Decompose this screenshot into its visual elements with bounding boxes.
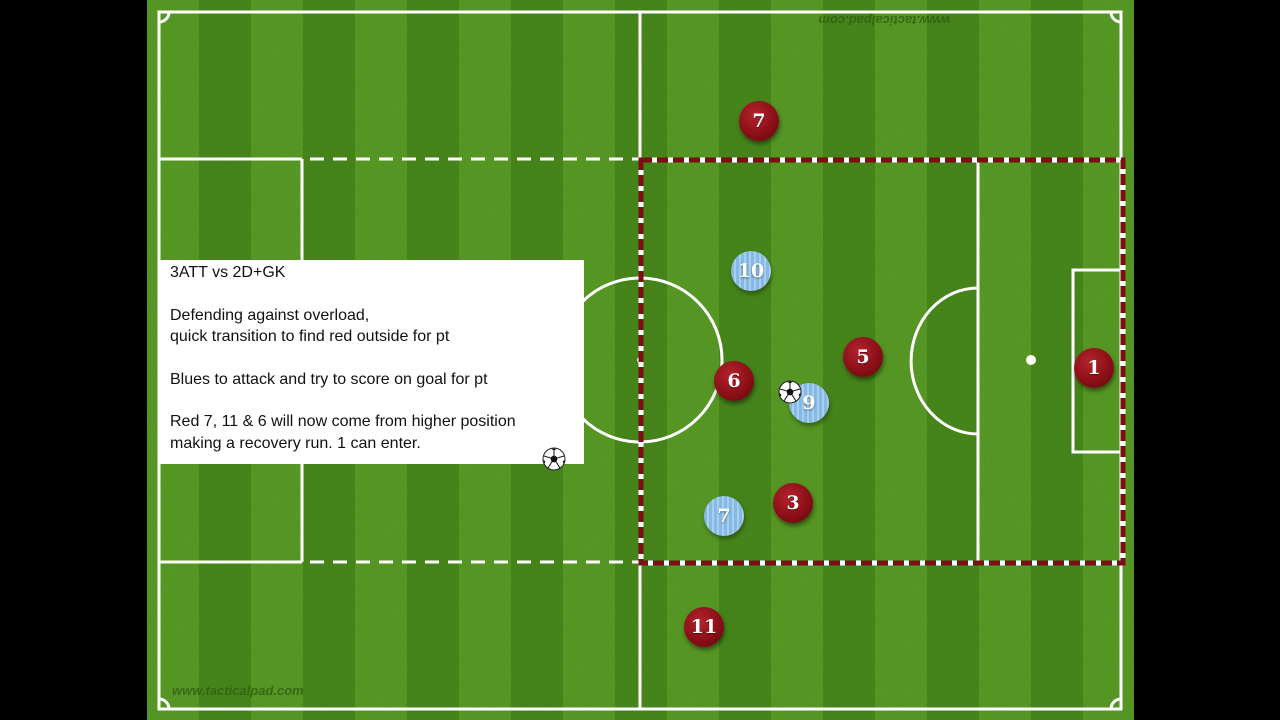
corner-arc-tr (1109, 11, 1122, 24)
penalty-spot (1026, 355, 1036, 365)
instruction-line: Blues to attack and try to score on goal… (170, 370, 488, 388)
instructions-box: 3ATT vs 2D+GK Defending against overload… (158, 260, 584, 464)
player-blue-7[interactable]: 7 (704, 496, 744, 536)
dashed-zone-lines (310, 157, 640, 564)
player-blue-10[interactable]: 10 (731, 251, 771, 291)
instruction-line: Defending against overload, (170, 306, 370, 324)
instruction-line: making a recovery run. 1 can enter. (170, 434, 421, 452)
watermark-bottom: www.tacticalpad.com (172, 683, 304, 698)
corner-arc-br (1109, 697, 1122, 710)
corner-arc-tl (158, 11, 171, 24)
player-red-6[interactable]: 6 (714, 361, 754, 401)
player-red-5[interactable]: 5 (843, 337, 883, 377)
player-red-3[interactable]: 3 (773, 483, 813, 523)
instruction-title: 3ATT vs 2D+GK (170, 264, 286, 281)
player-red-11[interactable]: 11 (684, 607, 724, 647)
player-red-7[interactable]: 7 (739, 101, 779, 141)
instruction-line: Red 7, 11 & 6 will now come from higher … (170, 413, 516, 430)
right-penalty-arc (909, 286, 979, 436)
instruction-line: quick transition to find red outside for… (170, 328, 450, 345)
watermark-top: www.tacticalpad.com (818, 13, 950, 28)
player-red-1-goalkeeper[interactable]: 1 (1074, 348, 1114, 388)
player-blue-9[interactable]: 9 (789, 383, 829, 423)
ball-icon[interactable] (778, 380, 802, 404)
corner-arc-bl (158, 697, 171, 710)
ball-icon[interactable] (542, 447, 566, 471)
zone-border-red (638, 157, 1126, 566)
